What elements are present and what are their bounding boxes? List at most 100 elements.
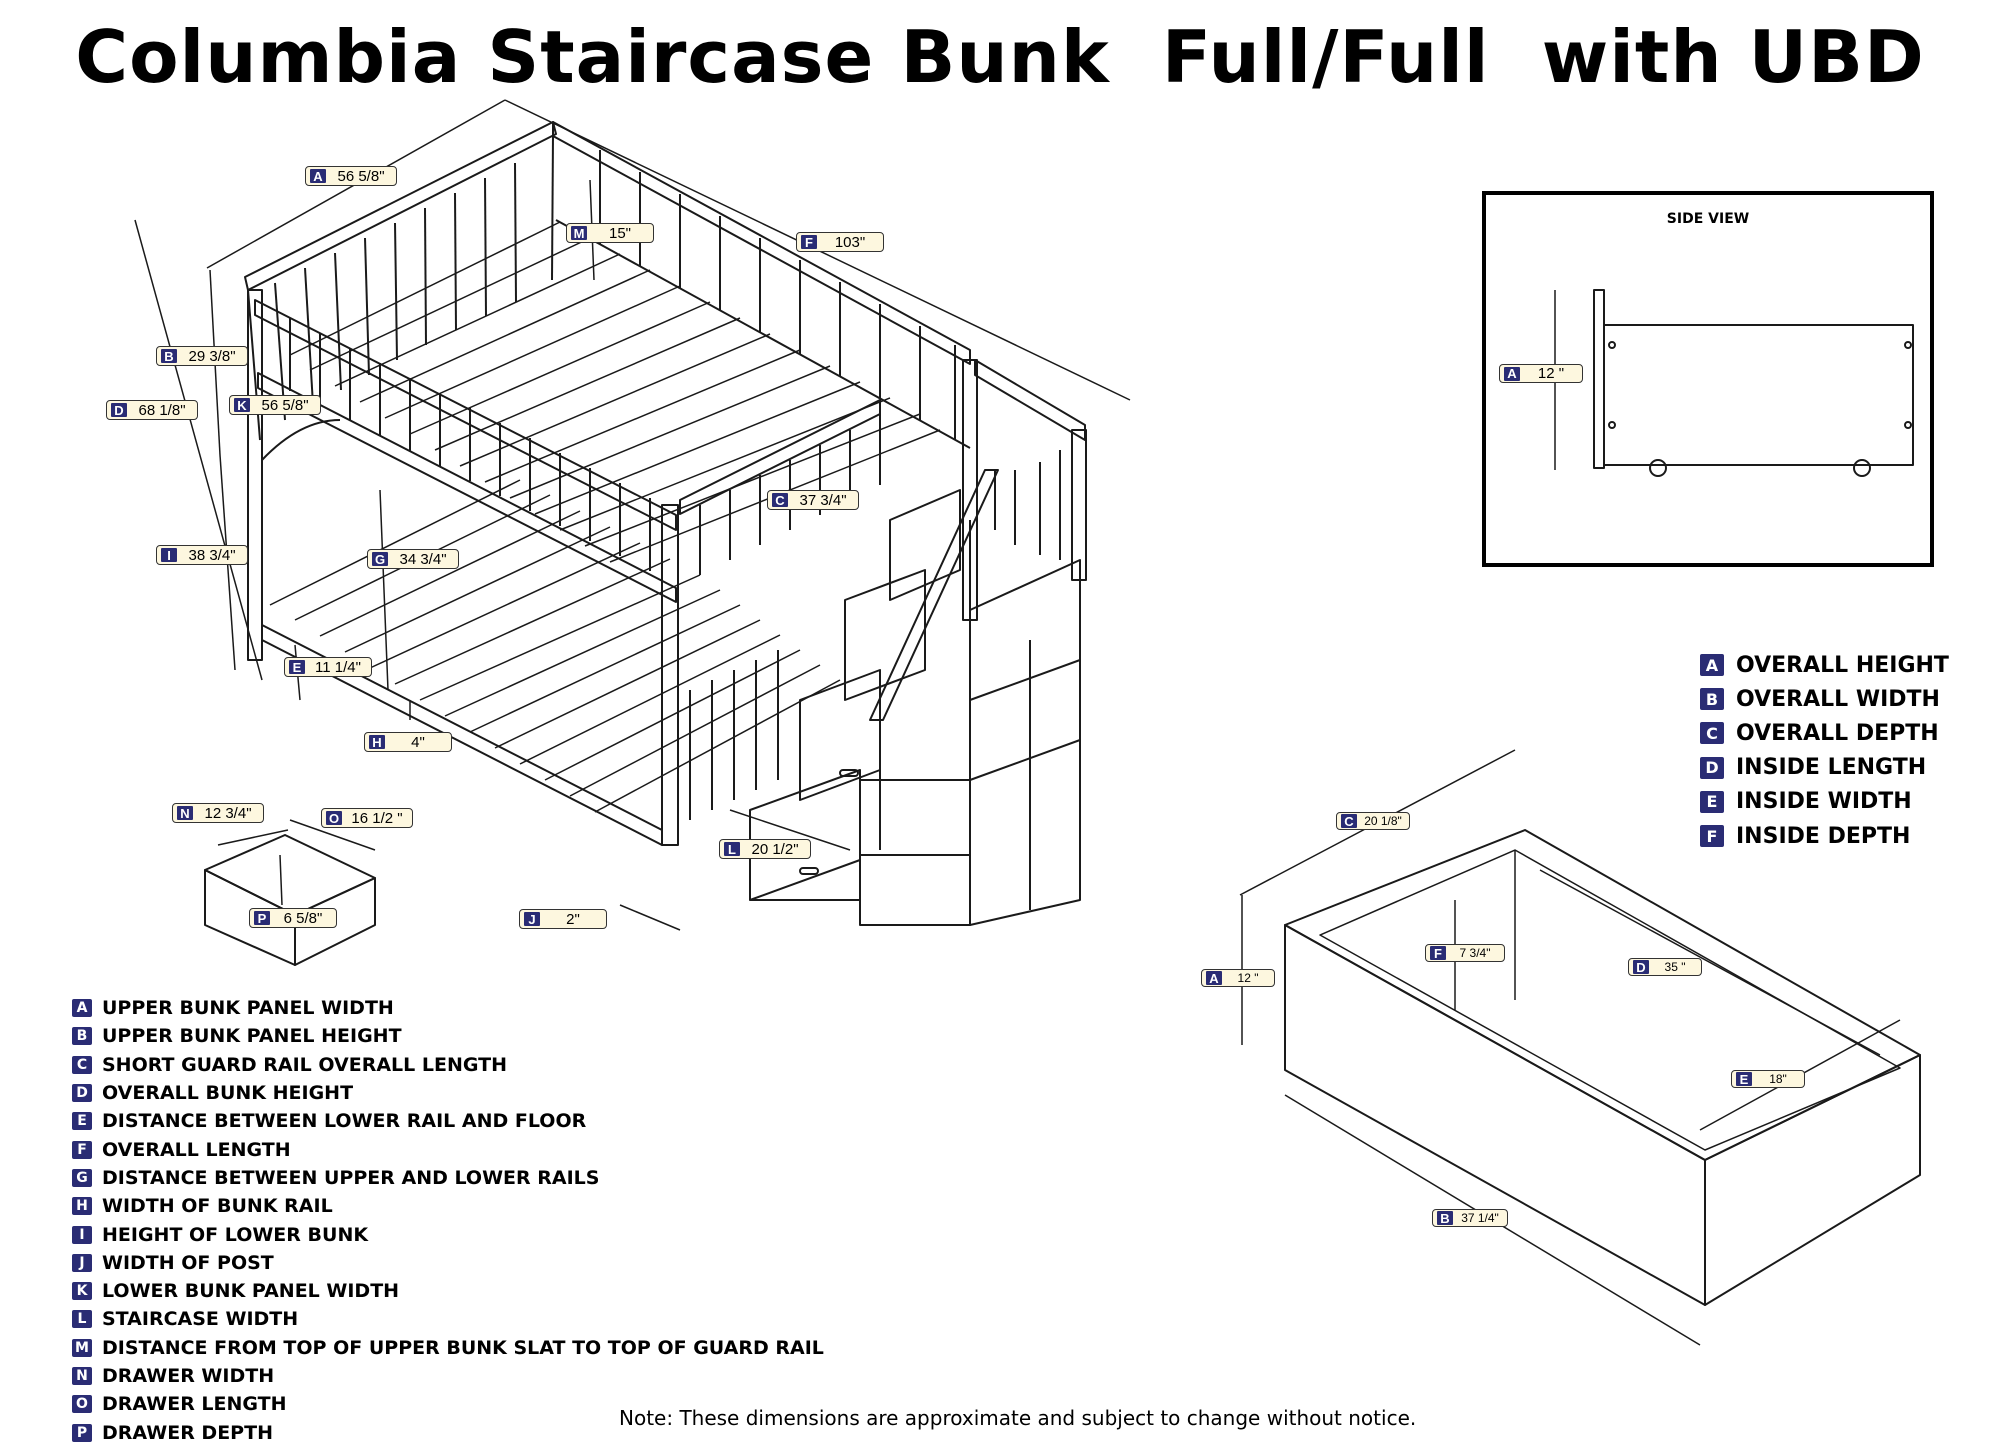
dim-letter: L <box>724 842 740 857</box>
dim-letter: E <box>1736 1072 1752 1087</box>
dim-letter: I <box>161 548 177 563</box>
dim-label-m: M 15" <box>566 223 654 243</box>
legend-text: HEIGHT OF LOWER BUNK <box>102 1223 369 1246</box>
side-view-panel: SIDE VIEW <box>1482 191 1934 567</box>
dim-label-k: K 56 5/8" <box>229 395 321 415</box>
legend-text: OVERALL LENGTH <box>102 1138 291 1161</box>
legend-item: D OVERALL BUNK HEIGHT <box>72 1079 824 1107</box>
dim-label-j: J 2" <box>519 909 607 929</box>
upper-end-panel <box>974 359 1086 560</box>
dim-value: 12 3/4" <box>204 804 252 822</box>
legend-letter: P <box>72 1423 92 1442</box>
dim-label-l: L 20 1/2" <box>719 839 811 859</box>
legend-text: INSIDE DEPTH <box>1736 823 1911 849</box>
dim-letter: P <box>254 911 270 926</box>
legend-letter: A <box>1700 654 1724 677</box>
side-view-title: SIDE VIEW <box>1666 211 1750 227</box>
legend-text: INSIDE WIDTH <box>1736 789 1912 815</box>
legend-text: OVERALL BUNK HEIGHT <box>102 1082 354 1105</box>
dim-letter: C <box>1341 814 1357 829</box>
legend-letter: G <box>72 1168 92 1187</box>
dim-letter: E <box>289 660 305 675</box>
dim-value: 6 5/8" <box>283 909 323 927</box>
dim-value: 34 3/4" <box>399 550 447 568</box>
dim-value: 12 " <box>1237 971 1259 985</box>
legend-letter: E <box>1700 790 1724 813</box>
dim-letter: J <box>524 912 540 927</box>
dim-value: 11 1/4" <box>315 658 361 676</box>
lower-headboard-panel <box>261 419 341 640</box>
legend-item: J WIDTH OF POST <box>72 1249 824 1277</box>
legend-letter: F <box>72 1140 92 1159</box>
drawer-dim-label-e: E 18" <box>1731 1070 1805 1088</box>
legend-text: INSIDE LENGTH <box>1736 755 1927 781</box>
legend-letter: O <box>72 1395 92 1414</box>
dim-letter: D <box>111 403 127 418</box>
dim-letter: C <box>772 493 788 508</box>
dim-label-f: F 103" <box>796 232 884 252</box>
dim-value: 20 1/2" <box>751 840 799 858</box>
dim-letter: B <box>1437 1211 1453 1226</box>
dim-letter: N <box>177 806 193 821</box>
dim-value: 37 1/4" <box>1461 1211 1499 1225</box>
dim-label-i: I 38 3/4" <box>156 545 248 565</box>
upper-rear-rail <box>552 121 971 449</box>
legend-letter: J <box>72 1253 92 1272</box>
staircase <box>749 469 1081 926</box>
dim-letter: K <box>234 398 250 413</box>
legend-item: E INSIDE WIDTH <box>1700 785 1949 819</box>
legend-letter: L <box>72 1310 92 1329</box>
dim-value: 103" <box>834 233 866 251</box>
legend-text: STAIRCASE WIDTH <box>102 1308 299 1331</box>
legend-text: WIDTH OF BUNK RAIL <box>102 1195 333 1218</box>
dim-letter: F <box>1430 946 1446 961</box>
dim-value: 18" <box>1769 1072 1787 1086</box>
lower-slats <box>269 479 841 813</box>
legend-text: DISTANCE BETWEEN UPPER AND LOWER RAILS <box>102 1166 600 1189</box>
side-view-drawer <box>1593 289 1914 477</box>
legend-item: L STAIRCASE WIDTH <box>72 1305 824 1333</box>
legend-letter: I <box>72 1225 92 1244</box>
legend-text: OVERALL HEIGHT <box>1736 652 1949 678</box>
legend-item: F OVERALL LENGTH <box>72 1135 824 1163</box>
legend-item: A OVERALL HEIGHT <box>1700 648 1949 682</box>
dim-value: 16 1/2 " <box>351 809 403 827</box>
upper-slats <box>289 221 941 563</box>
legend-letter: C <box>1700 722 1724 745</box>
drawer-dim-label-f: F 7 3/4" <box>1425 944 1505 962</box>
legend-text: UPPER BUNK PANEL HEIGHT <box>102 1025 402 1048</box>
dim-label-a: A 56 5/8" <box>305 166 397 186</box>
dim-value: 56 5/8" <box>261 396 309 414</box>
dim-value: 29 3/8" <box>188 347 236 365</box>
page-title: Columbia Staircase Bunk Full/Full with U… <box>75 15 1925 99</box>
legend-text: WIDTH OF POST <box>102 1251 274 1274</box>
dim-value: 37 3/4" <box>799 491 847 509</box>
legend-letter: E <box>72 1112 92 1131</box>
legend-letter: M <box>72 1338 92 1357</box>
legend-text: OVERALL WIDTH <box>1736 686 1940 712</box>
drawer-dim-label-d: D 35 " <box>1628 958 1702 976</box>
upper-headboard-panel <box>244 121 557 441</box>
dim-value: 4" <box>411 733 425 751</box>
dim-letter: D <box>1633 960 1649 975</box>
legend-letter: B <box>1700 688 1724 711</box>
legend-letter: B <box>72 1027 92 1046</box>
drawer-dim-label-c: C 20 1/8" <box>1336 812 1410 830</box>
drawer-dim-label-b: B 37 1/4" <box>1432 1209 1508 1227</box>
dim-value: 15" <box>608 224 631 242</box>
lower-stair-slats <box>689 650 779 820</box>
dim-value: 7 3/4" <box>1459 946 1491 960</box>
dim-letter: B <box>161 349 177 364</box>
dim-value: 56 5/8" <box>337 167 385 185</box>
legend-letter: H <box>72 1197 92 1216</box>
legend-item: B OVERALL WIDTH <box>1700 682 1949 716</box>
legend-letter: A <box>72 999 92 1018</box>
legend-letter: D <box>72 1084 92 1103</box>
